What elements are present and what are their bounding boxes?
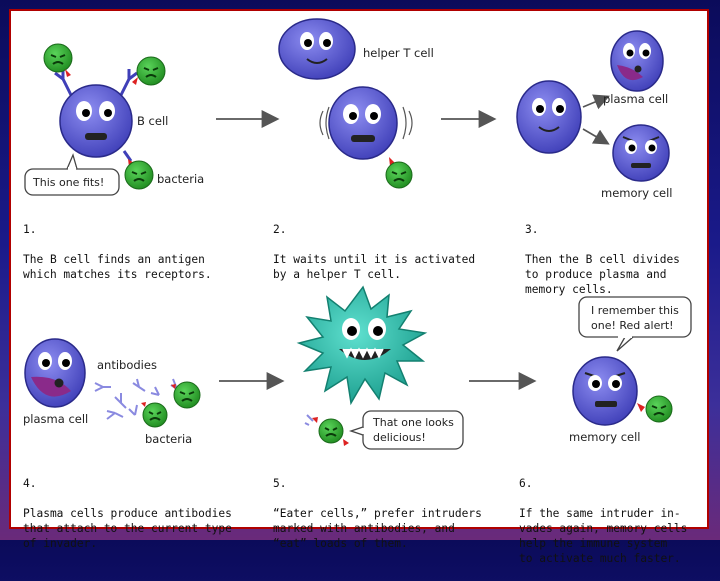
bacteria-icon	[304, 414, 349, 446]
bubble-text-looks-1: That one looks	[372, 416, 454, 429]
helper-t-cell-body	[278, 18, 356, 80]
step-4-caption: 4. Plasma cells produce antibodies that …	[23, 461, 273, 566]
helper-t-label: helper T cell	[363, 46, 434, 60]
step-2-number: 2.	[273, 223, 287, 236]
bubble-text-remember-1: I remember this	[591, 304, 679, 317]
memory-cell-label: memory cell	[601, 186, 673, 200]
step-6-number: 6.	[519, 477, 533, 490]
step-3-caption: 3. Then the B cell divides to produce pl…	[525, 207, 705, 312]
memory-cell-body	[612, 124, 670, 182]
b-cell-label: B cell	[137, 114, 168, 128]
step-4-number: 4.	[23, 477, 37, 490]
bacteria-icon	[43, 43, 73, 77]
step-5-caption: 5. “Eater cells,” prefer intruders marke…	[273, 461, 513, 566]
speech-bubble	[24, 168, 120, 196]
memory-cell-body-2	[572, 356, 638, 426]
speech-bubble-2	[362, 410, 464, 450]
antibodies-label: antibodies	[97, 358, 157, 372]
step-3-text: Then the B cell divides to produce plasm…	[525, 253, 680, 296]
step-3-number: 3.	[525, 223, 539, 236]
panel-4-antibodies: antibodies plasma cell bacter	[23, 338, 201, 446]
panel-2-helper-t: helper T cell	[278, 18, 434, 189]
step-6-text: If the same intruder in- vades again, me…	[519, 507, 688, 565]
plasma-cell-body	[610, 30, 664, 92]
bacteria-label-2: bacteria	[145, 432, 192, 446]
step-2-caption: 2. It waits until it is activated by a h…	[273, 207, 508, 297]
bacteria-icon	[141, 402, 168, 428]
bubble-text-looks-2: delicious!	[373, 431, 426, 444]
panel-5-eater-cell: That one looks delicious!	[296, 285, 464, 450]
panel-6-memory: I remember this one! Red alert! memory c…	[569, 296, 692, 444]
bacteria-icon	[385, 161, 413, 189]
step-6-caption: 6. If the same intruder in- vades again,…	[519, 461, 707, 581]
bubble-text-remember-2: one! Red alert!	[591, 319, 674, 332]
diagram-panel: B cell bacteria This one fits! helper T …	[9, 9, 709, 565]
step-5-text: “Eater cells,” prefer intruders marked w…	[273, 507, 482, 550]
step-4-text: Plasma cells produce antibodies that att…	[23, 507, 232, 550]
panel-3-division: plasma cell memory cell	[516, 30, 673, 200]
step-2-text: It waits until it is activated by a help…	[273, 253, 476, 281]
eater-cell-body	[296, 285, 428, 406]
memory-cell-label-2: memory cell	[569, 430, 641, 444]
step-1-text: The B cell finds an antigen which matche…	[23, 253, 212, 281]
step-1-number: 1.	[23, 223, 37, 236]
bubble-text-fits: This one fits!	[32, 176, 104, 189]
b-cell-body	[59, 84, 133, 158]
immune-response-diagram: B cell bacteria This one fits! helper T …	[23, 18, 692, 450]
step-1-caption: 1. The B cell finds an antigen which mat…	[23, 207, 253, 297]
plasma-cell-label: plasma cell	[603, 92, 668, 106]
bacteria-icon	[124, 160, 154, 190]
speech-bubble-3	[578, 296, 692, 338]
bacteria-icon	[171, 381, 201, 409]
bacteria-icon	[132, 56, 166, 86]
panel-1-b-cell: B cell bacteria This one fits!	[24, 43, 204, 196]
bacteria-label: bacteria	[157, 172, 204, 186]
step-5-number: 5.	[273, 477, 287, 490]
bacteria-icon	[645, 395, 673, 423]
antibody-icons	[94, 378, 178, 420]
plasma-cell-body-2	[24, 338, 86, 408]
plasma-cell-label-2: plasma cell	[23, 412, 88, 426]
